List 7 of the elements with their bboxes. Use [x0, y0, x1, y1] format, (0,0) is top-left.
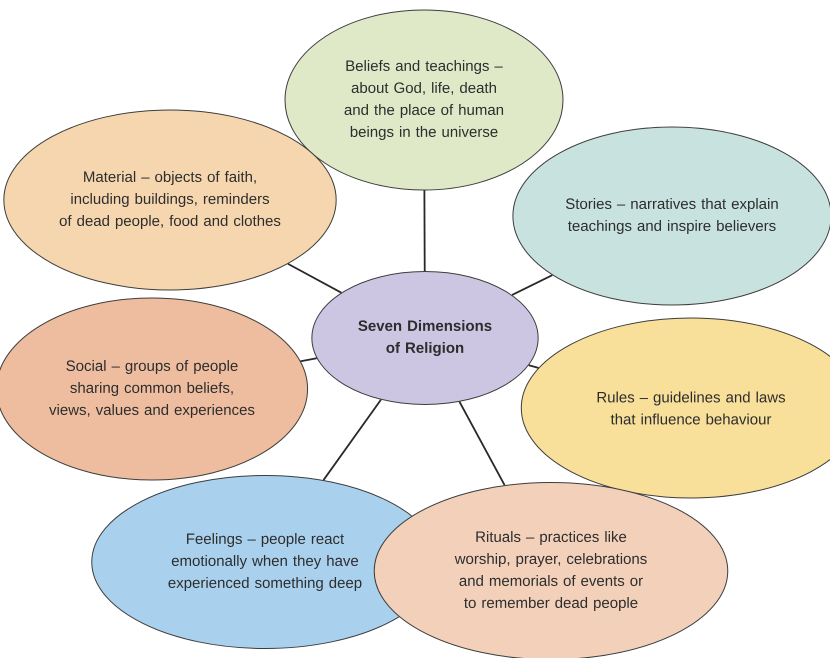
connector-line [528, 364, 539, 369]
connector-line [458, 401, 506, 486]
connector-line [512, 274, 553, 296]
connector-line [322, 399, 382, 481]
connector-line [300, 357, 317, 362]
connector-line [423, 190, 426, 271]
connector-line [288, 263, 342, 294]
